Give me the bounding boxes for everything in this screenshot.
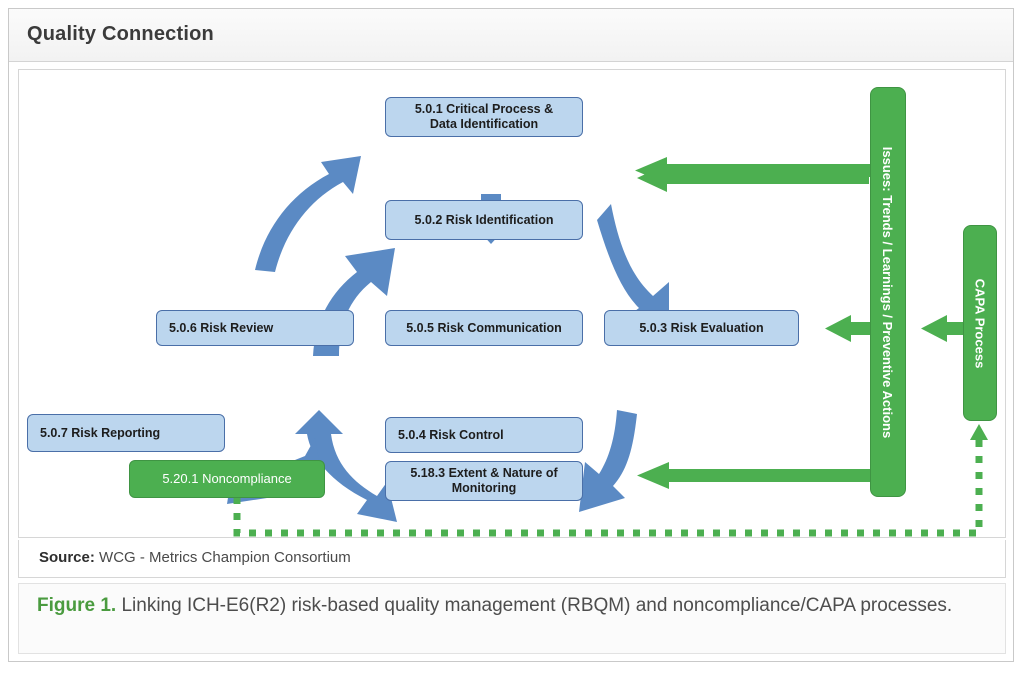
diagram-canvas: 5.0.1 Critical Process &Data Identificat… <box>19 70 1005 537</box>
source-label: Source: <box>39 549 95 566</box>
card-header: Quality Connection <box>9 9 1013 62</box>
source-line: Source: WCG - Metrics Champion Consortiu… <box>39 549 351 566</box>
caption-line: Figure 1. Linking ICH-E6(R2) risk-based … <box>37 592 977 620</box>
node-504-risk-control[interactable]: 5.0.4 Risk Control <box>385 417 583 453</box>
quality-connection-card: Quality Connection <box>8 8 1014 662</box>
diagram-frame: 5.0.1 Critical Process &Data Identificat… <box>18 69 1006 538</box>
node-5201-noncompliance[interactable]: 5.20.1 Noncompliance <box>129 460 325 498</box>
node-503-risk-evaluation[interactable]: 5.0.3 Risk Evaluation <box>604 310 799 346</box>
node-505-risk-communication[interactable]: 5.0.5 Risk Communication <box>385 310 583 346</box>
figure-caption: Figure 1. Linking ICH-E6(R2) risk-based … <box>18 583 1006 654</box>
arrow-noncompliance-to-capa <box>233 424 988 537</box>
node-501-critical-process[interactable]: 5.0.1 Critical Process &Data Identificat… <box>385 97 583 137</box>
node-502-risk-identification[interactable]: 5.0.2 Risk Identification <box>385 200 583 240</box>
node-issues-trends-learnings-preventive-actions[interactable]: Issues: Trends / Learnings / Preventive … <box>870 87 906 497</box>
arrow-issues-to-5183 <box>637 462 871 489</box>
arrow-502-to-503 <box>597 204 669 334</box>
page-title: Quality Connection <box>27 23 214 45</box>
arrow-503-to-504 <box>579 410 637 512</box>
arrow-504-506-double-headed <box>295 410 397 522</box>
figure-number: Figure 1. <box>37 595 117 616</box>
node-506-risk-review[interactable]: 5.0.6 Risk Review <box>156 310 354 346</box>
caption-body: Linking ICH-E6(R2) risk-based quality ma… <box>116 595 953 616</box>
capa-bar-label: CAPA Process <box>972 278 988 368</box>
source-value: WCG - Metrics Champion Consortium <box>99 549 351 566</box>
node-507-risk-reporting[interactable]: 5.0.7 Risk Reporting <box>27 414 225 452</box>
node-capa-process[interactable]: CAPA Process <box>963 225 997 421</box>
arrow-issues-to-501 <box>635 156 871 200</box>
issues-bar-label: Issues: Trends / Learnings / Preventive … <box>880 146 896 438</box>
source-strip: Source: WCG - Metrics Champion Consortiu… <box>18 540 1006 578</box>
arrow-506-to-501 <box>255 156 361 272</box>
